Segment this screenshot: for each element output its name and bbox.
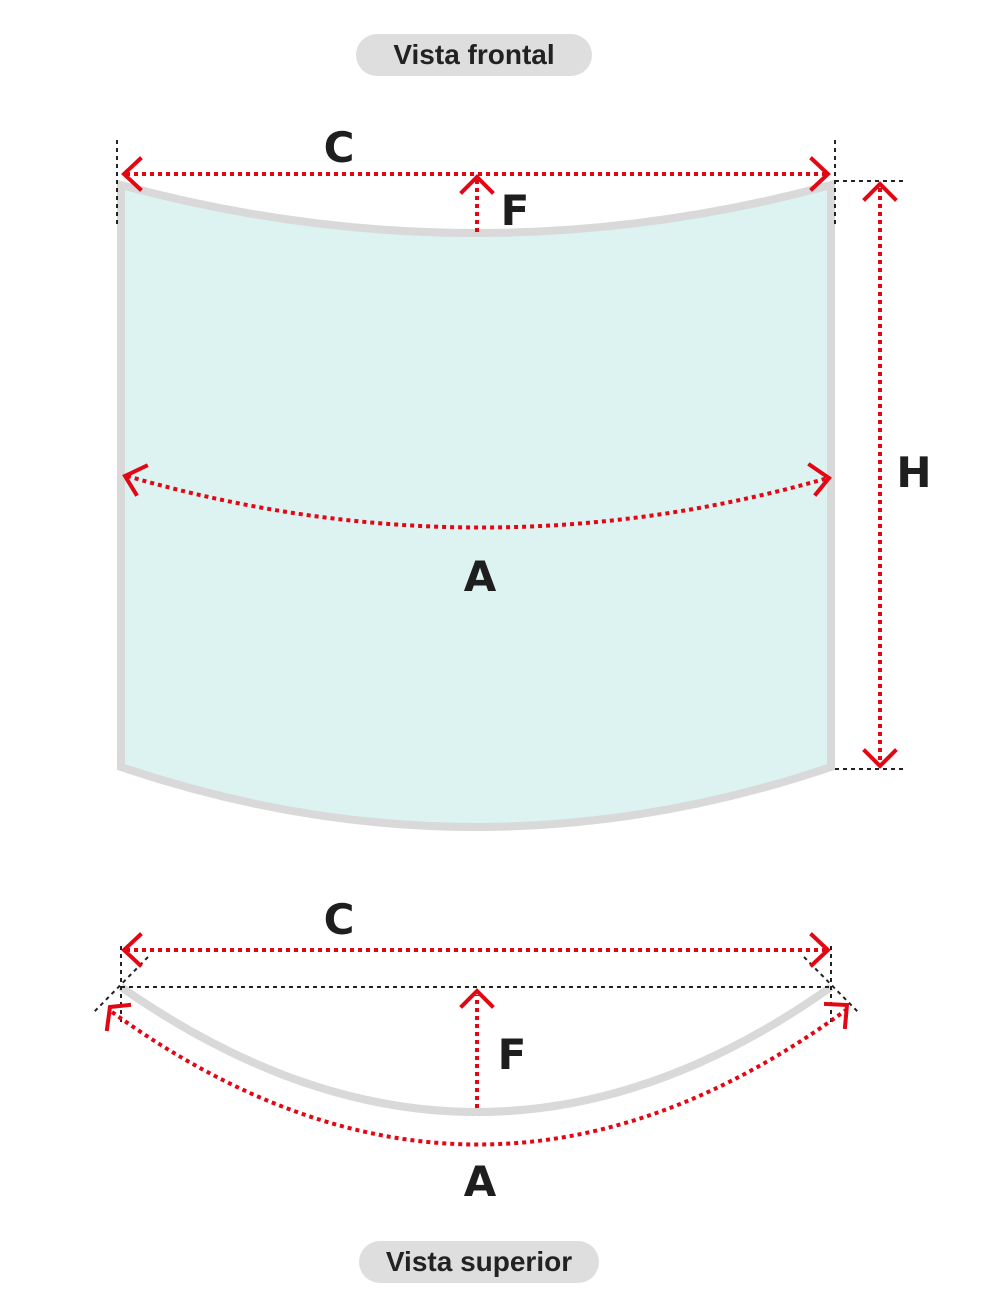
top-view-title: Vista superior (359, 1241, 599, 1283)
guide-line (92, 956, 149, 1014)
sag-label: F (501, 186, 530, 235)
sag-dimension (459, 988, 495, 1108)
chord-label: C (324, 895, 355, 944)
glass-profile (118, 983, 834, 1116)
top-view: C F A (92, 895, 860, 1206)
guide-line (803, 956, 860, 1014)
height-label: H (896, 448, 931, 497)
chord-label: C (324, 123, 355, 172)
arc-dimension (122, 462, 832, 530)
arc-label: A (464, 1157, 497, 1206)
front-view: C F H A (116, 123, 932, 831)
sag-label: F (498, 1030, 527, 1079)
arc-label: A (464, 552, 497, 601)
chord-dimension (121, 932, 831, 968)
front-view-title: Vista frontal (356, 34, 592, 76)
glass-panel (117, 179, 835, 831)
height-dimension (862, 181, 898, 769)
chord-dimension (121, 156, 831, 192)
arc-dimension (104, 1001, 850, 1147)
sag-dimension (459, 174, 495, 232)
